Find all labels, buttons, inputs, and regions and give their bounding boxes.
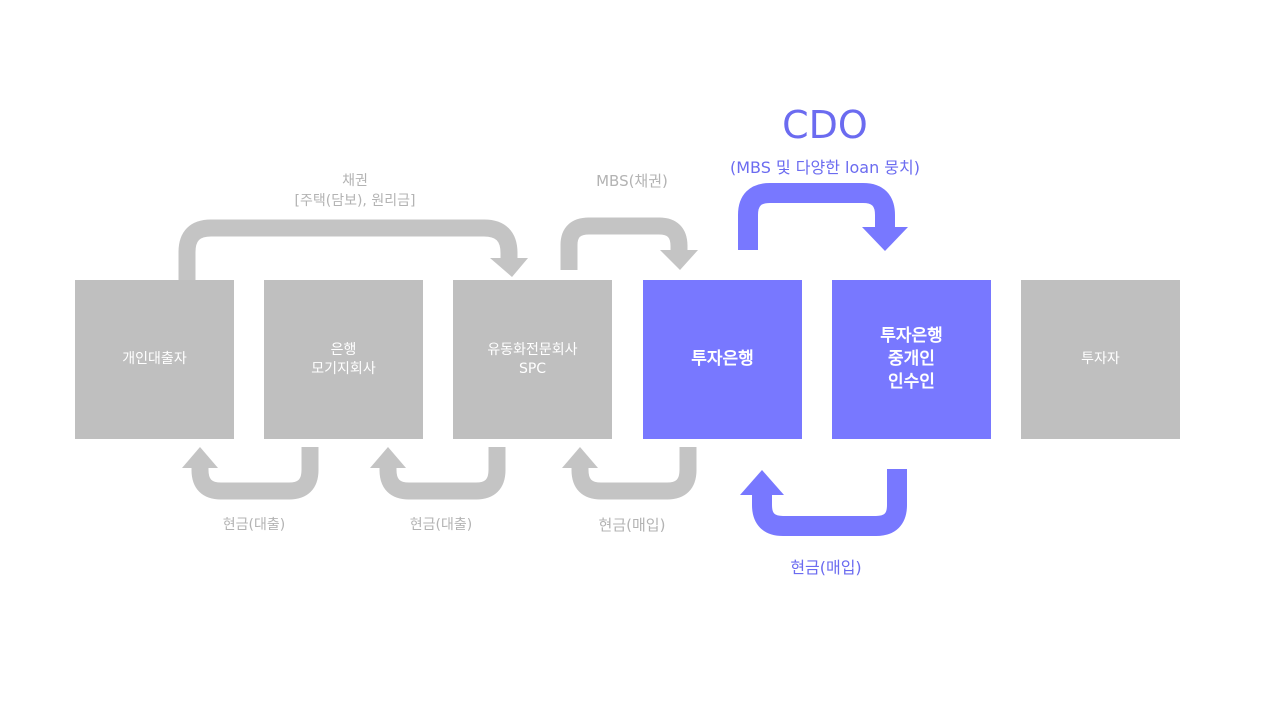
individual-borrower-box: 개인대출자 bbox=[75, 280, 234, 439]
cdo-title: CDO bbox=[782, 103, 868, 147]
box-label: 투자은행 bbox=[880, 326, 943, 346]
cash-loan-arrow-1 bbox=[182, 447, 319, 500]
box-label: 인수인 bbox=[888, 372, 935, 392]
cdo-flow-arrow bbox=[738, 183, 908, 251]
bond-label: 채권 [주택(담보), 원리금] bbox=[255, 170, 455, 210]
box-label: 중개인 bbox=[888, 349, 935, 369]
cash-buy-label-1: 현금(매입) bbox=[598, 516, 666, 534]
box-label: SPC bbox=[518, 360, 547, 377]
box-label: 모기지회사 bbox=[311, 360, 376, 377]
bond-title: 채권 bbox=[342, 173, 368, 189]
cash-loan-arrow-2 bbox=[370, 447, 506, 500]
cdo-subtitle: (MBS 및 다양한 loan 뭉치) bbox=[730, 158, 920, 177]
spc-box: 유동화전문회사 SPC bbox=[453, 280, 612, 439]
cash-buy-label-2: 현금(매입) bbox=[790, 558, 862, 577]
broker-underwriter-box: 투자은행 중개인 인수인 bbox=[832, 280, 991, 439]
cash-loan-label-1: 현금(대출) bbox=[222, 517, 286, 533]
mbs-label: MBS(채권) bbox=[596, 172, 668, 190]
investment-bank-box: 투자은행 bbox=[643, 280, 802, 439]
box-label: 개인대출자 bbox=[122, 351, 187, 367]
investor-box: 투자자 bbox=[1021, 280, 1180, 439]
bank-box: 은행 모기지회사 bbox=[264, 280, 423, 439]
cash-buy-arrow-1 bbox=[562, 447, 697, 500]
bond-flow-arrow bbox=[178, 219, 528, 280]
mbs-flow-arrow bbox=[560, 217, 698, 270]
cash-buy-arrow-2 bbox=[740, 469, 907, 536]
cash-loan-label-2: 현금(대출) bbox=[409, 517, 473, 533]
bond-subtitle: [주택(담보), 원리금] bbox=[294, 193, 416, 209]
box-label: 은행 bbox=[330, 341, 357, 358]
box-label: 투자자 bbox=[1081, 351, 1120, 367]
box-label: 유동화전문회사 bbox=[487, 341, 578, 358]
box-label: 투자은행 bbox=[691, 349, 754, 369]
